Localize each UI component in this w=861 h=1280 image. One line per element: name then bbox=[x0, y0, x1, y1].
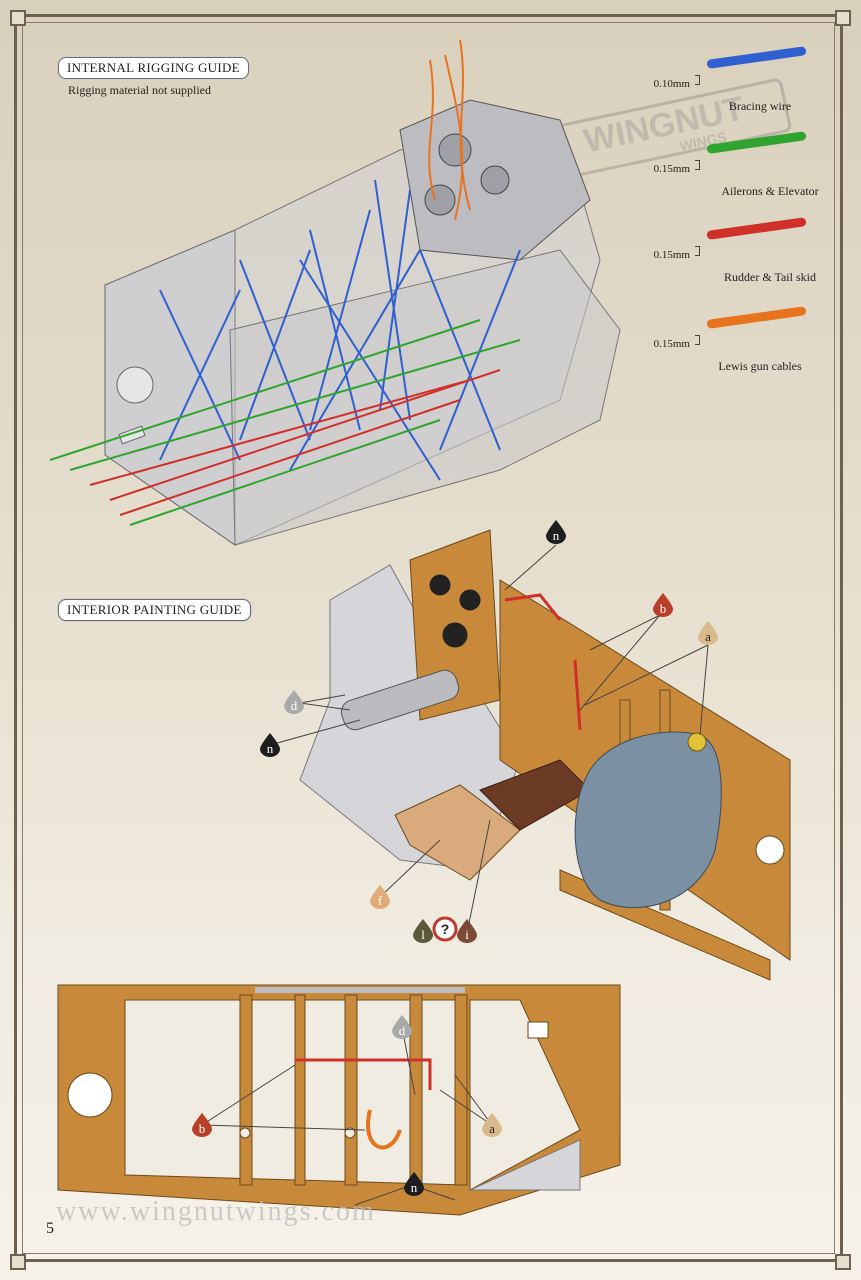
legend-tick bbox=[695, 160, 700, 170]
border-corner bbox=[835, 10, 851, 26]
page-number: 5 bbox=[46, 1220, 54, 1237]
legend-size: 0.10mm bbox=[653, 78, 690, 90]
border-corner bbox=[10, 10, 26, 26]
rigging-guide-heading: INTERNAL RIGGING GUIDE bbox=[58, 57, 249, 79]
legend-name: Bracing wire bbox=[728, 99, 792, 113]
legend-name: Lewis gun cables bbox=[718, 359, 802, 373]
page-inner-border bbox=[22, 22, 835, 1254]
border-corner bbox=[835, 1254, 851, 1270]
legend-item-rudder: 0.15mm Rudder & Tail skid bbox=[640, 217, 860, 284]
legend-name: Ailerons & Elevator bbox=[721, 184, 819, 198]
legend-tick bbox=[695, 75, 700, 85]
legend-size: 0.15mm bbox=[653, 249, 690, 261]
website-url: www.wingnutwings.com bbox=[56, 1196, 376, 1227]
legend-size: 0.15mm bbox=[653, 338, 690, 350]
page-border bbox=[14, 14, 843, 1262]
painting-guide-heading: INTERIOR PAINTING GUIDE bbox=[58, 599, 251, 621]
legend-item-lewis: 0.15mm Lewis gun cables bbox=[640, 306, 860, 373]
border-corner bbox=[10, 1254, 26, 1270]
legend-tick bbox=[695, 246, 700, 256]
legend-item-bracing: 0.10mm Bracing wire bbox=[640, 46, 860, 113]
legend-tick bbox=[695, 335, 700, 345]
legend-size: 0.15mm bbox=[653, 163, 690, 175]
legend-item-ailerons: 0.15mm Ailerons & Elevator bbox=[640, 131, 860, 198]
rigging-note: Rigging material not supplied bbox=[68, 83, 211, 97]
legend-name: Rudder & Tail skid bbox=[724, 270, 816, 284]
